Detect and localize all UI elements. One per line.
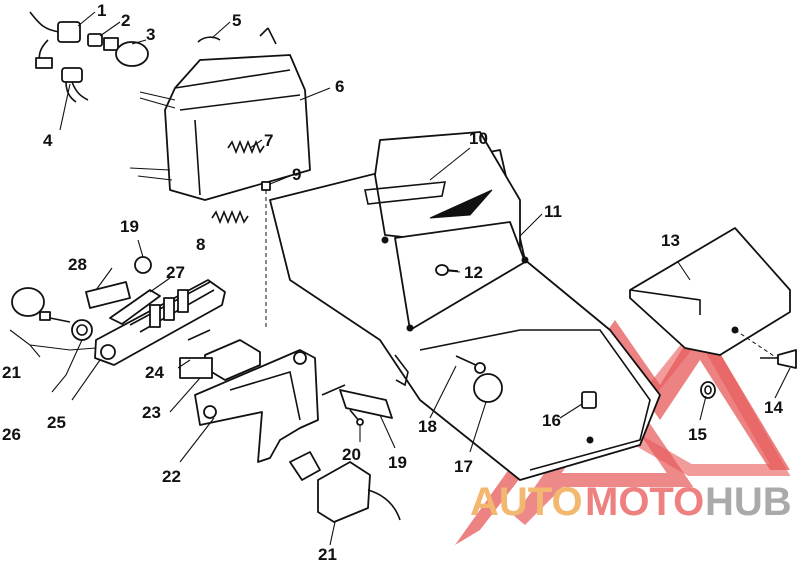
callout-20: 20 <box>342 445 361 464</box>
callout-27: 27 <box>166 263 185 282</box>
ignition-key <box>11 287 71 323</box>
headlight-bulb <box>103 37 149 67</box>
rubber-grommet <box>473 373 503 403</box>
washer <box>700 381 716 399</box>
bulb-socket <box>87 33 103 47</box>
ignition-nut <box>71 319 93 341</box>
callout-1: 1 <box>97 1 106 20</box>
callout-7: 7 <box>264 131 273 150</box>
seal-ring-upper <box>134 256 152 274</box>
callout-26: 26 <box>2 425 21 444</box>
watermark-hub: HUB <box>705 480 792 524</box>
callout-9: 9 <box>292 165 301 184</box>
callout-11: 11 <box>544 202 562 221</box>
leader-lines <box>9 11 791 546</box>
callout-numbers: 1 2 3 4 5 6 7 8 9 10 11 12 13 14 15 16 1… <box>2 1 783 564</box>
callout-16: 16 <box>542 411 561 430</box>
callout-13: 13 <box>661 231 680 250</box>
headlight-housing <box>129 54 311 201</box>
mounting-bracket <box>194 349 319 463</box>
callout-24: 24 <box>145 363 164 382</box>
cover-plate <box>629 227 791 361</box>
callout-10: 10 <box>469 129 488 148</box>
callout-19-upper: 19 <box>120 217 139 236</box>
callout-4: 4 <box>43 131 53 150</box>
callout-17: 17 <box>454 457 473 476</box>
callout-12: 12 <box>464 263 483 282</box>
callout-18: 18 <box>418 417 437 436</box>
callout-25: 25 <box>47 413 66 432</box>
decal-label <box>85 281 131 309</box>
callout-5: 5 <box>232 11 241 30</box>
long-bolt <box>455 355 486 374</box>
front-console <box>269 131 661 481</box>
wiring-connector <box>29 11 89 103</box>
callout-15: 15 <box>688 425 707 444</box>
bolt <box>435 264 459 276</box>
wing-screw <box>760 349 797 369</box>
small-screw <box>349 409 364 426</box>
screw <box>261 181 271 330</box>
fuse-block <box>179 329 261 381</box>
watermark-logo-text: AUTO MOTO HUB <box>470 480 792 524</box>
adjusting-spring-upper <box>227 139 265 155</box>
callout-21-left: 21 <box>2 363 21 382</box>
watermark-auto: AUTO <box>470 480 583 524</box>
plastic-clip <box>581 391 597 409</box>
callout-28: 28 <box>68 255 87 274</box>
callout-2: 2 <box>121 11 130 30</box>
watermark-moto: MOTO <box>585 480 704 524</box>
callout-23: 23 <box>142 403 161 422</box>
ignition-switch-body <box>289 451 401 523</box>
callout-6: 6 <box>335 77 344 96</box>
callout-8: 8 <box>196 235 205 254</box>
switch-body <box>109 289 161 325</box>
switch-panel <box>94 279 226 366</box>
callout-14: 14 <box>764 398 783 417</box>
adjusting-spring-lower <box>211 209 249 225</box>
callout-21-lower: 21 <box>318 545 337 564</box>
toggle-switch <box>321 384 393 419</box>
callout-3: 3 <box>146 25 155 44</box>
callout-22: 22 <box>162 467 181 486</box>
spring-clip <box>197 27 277 45</box>
callout-19-lower: 19 <box>388 453 407 472</box>
